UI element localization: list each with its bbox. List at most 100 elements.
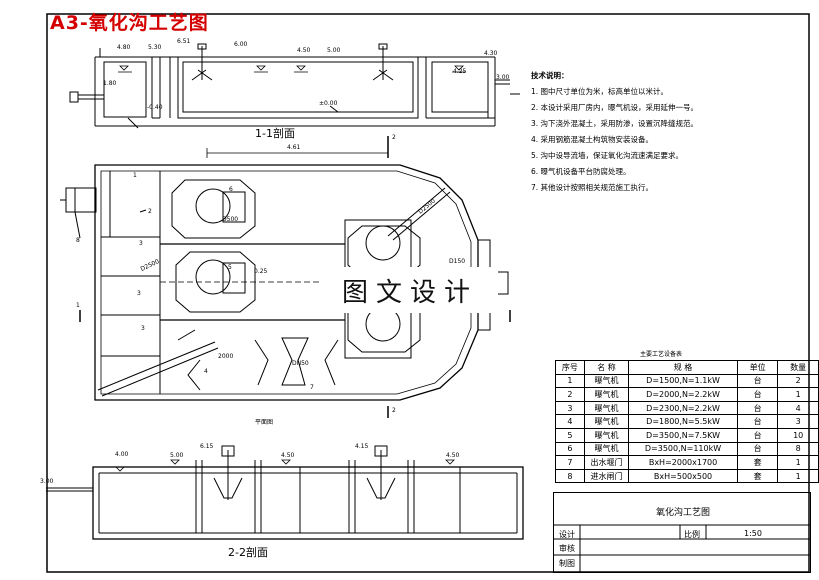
elev-label: 4.15 bbox=[355, 443, 369, 450]
sheet-border bbox=[46, 13, 810, 573]
drawing-title: A3-氧化沟工艺图 bbox=[50, 12, 209, 34]
table-cell: 曝气机 bbox=[583, 414, 630, 429]
item-marker: 5 bbox=[228, 264, 232, 271]
plan-view-label: 平面图 bbox=[255, 419, 274, 426]
table-cell: 2 bbox=[777, 373, 819, 389]
item-marker: 7 bbox=[310, 384, 314, 391]
table-cell: 10 bbox=[777, 427, 819, 443]
table-cell: 曝气机 bbox=[583, 427, 630, 443]
note-line: 7. 其他设计按照相关规范施工执行。 bbox=[531, 183, 654, 192]
title-block-grid bbox=[554, 524, 810, 572]
table-cell: 台 bbox=[736, 400, 779, 416]
section-1-1-drawing bbox=[69, 43, 520, 129]
section-2-2-label: 2-2剖面 bbox=[228, 546, 268, 559]
elev-label: 6.51 bbox=[177, 38, 191, 45]
item-marker: 8 bbox=[76, 237, 80, 244]
elev-label: 4.50 bbox=[297, 47, 311, 54]
table-header: 单位 bbox=[736, 360, 779, 375]
table-cell: 1 bbox=[777, 387, 819, 402]
note-line: 5. 沟中设导流墙，保证氧化沟流速满足要求。 bbox=[531, 151, 684, 160]
elev-label: 3.00 bbox=[40, 478, 54, 485]
plan-dim-dn50: DN50 bbox=[292, 360, 309, 367]
table-cell: 4 bbox=[555, 414, 585, 429]
table-cell: 1 bbox=[777, 468, 819, 484]
drawing-name: 氧化沟工艺图 bbox=[656, 508, 711, 518]
elev-label: -0.40 bbox=[147, 104, 163, 111]
table-cell: 套 bbox=[736, 468, 779, 484]
elev-label: 4.80 bbox=[117, 44, 131, 51]
table-cell: 4 bbox=[777, 400, 819, 416]
table-cell: 2 bbox=[555, 387, 585, 402]
scale-value: 1:50 bbox=[744, 529, 762, 538]
elev-label: 4.50 bbox=[446, 452, 460, 459]
table-header: 序号 bbox=[555, 360, 585, 375]
table-cell: 8 bbox=[555, 468, 585, 484]
plan-dim-dia: D150 bbox=[449, 258, 466, 265]
elev-label: 4.30 bbox=[484, 50, 498, 57]
table-cell: 台 bbox=[736, 427, 779, 443]
table-cell: D=3500,N=7.5KW bbox=[628, 427, 738, 443]
table-cell: 台 bbox=[736, 441, 779, 457]
elev-label: 1.80 bbox=[103, 80, 117, 87]
table-cell: 进水闸门 bbox=[583, 468, 630, 484]
item-marker: 2 bbox=[148, 208, 152, 215]
plan-dim-2000: 2000 bbox=[218, 353, 234, 360]
item-marker: 1 bbox=[133, 172, 137, 179]
elev-label: 4.25 bbox=[453, 68, 467, 75]
table-cell: 台 bbox=[736, 414, 779, 429]
table-cell: 3 bbox=[777, 414, 819, 429]
cut-marker: 2 bbox=[392, 134, 396, 141]
equipment-table-title: 主要工艺设备表 bbox=[640, 351, 683, 358]
table-header: 数量 bbox=[777, 360, 819, 375]
table-cell: 台 bbox=[736, 387, 779, 402]
elev-label: 5.00 bbox=[327, 47, 341, 54]
note-line: 6. 曝气机设备平台防腐处理。 bbox=[531, 167, 631, 176]
table-cell: 5 bbox=[555, 427, 585, 443]
cut-marker: 1 bbox=[76, 302, 80, 309]
table-cell: 曝气机 bbox=[583, 373, 630, 389]
section-1-1-label: 1-1剖面 bbox=[255, 127, 295, 140]
note-line: 3. 沟下浇外混凝土，采用防渗，设置沉降缝规范。 bbox=[531, 119, 699, 128]
table-cell: 曝气机 bbox=[583, 400, 630, 416]
item-marker: 3 bbox=[141, 325, 145, 332]
table-cell: D=1800,N=5.5kW bbox=[628, 414, 738, 429]
notes-heading: 技术说明： bbox=[531, 71, 569, 80]
plan-dim-dia: D500 bbox=[222, 216, 239, 223]
table-cell: 7 bbox=[555, 455, 585, 470]
table-cell: 出水堰门 bbox=[583, 455, 630, 470]
table-cell: D=1500,N=1.1kW bbox=[628, 373, 738, 389]
item-marker: 6 bbox=[229, 186, 233, 193]
elev-label: ±0.00 bbox=[319, 100, 338, 107]
table-cell: D=2300,N=2.2kW bbox=[628, 400, 738, 416]
item-marker: 3 bbox=[137, 290, 141, 297]
title-block: 氧化沟工艺图 设计 审核 制图 比例 1:50 bbox=[553, 492, 811, 573]
table-cell: D=2000,N=2.2kW bbox=[628, 387, 738, 402]
elev-label: 6.15 bbox=[200, 443, 214, 450]
item-marker: 3 bbox=[139, 240, 143, 247]
table-cell: 台 bbox=[736, 373, 779, 389]
cut-marker: 2 bbox=[392, 407, 396, 414]
table-cell: BxH=2000x1700 bbox=[628, 455, 738, 470]
section-2-2-drawing bbox=[46, 445, 524, 540]
table-cell: 1 bbox=[777, 455, 819, 470]
elev-label: 4.50 bbox=[281, 452, 295, 459]
table-cell: 1 bbox=[555, 373, 585, 389]
table-cell: 6 bbox=[555, 441, 585, 457]
draw-label: 制图 bbox=[559, 559, 575, 568]
elev-label: 4.00 bbox=[115, 451, 129, 458]
watermark: 图文设计 bbox=[322, 267, 498, 313]
table-cell: 曝气机 bbox=[583, 387, 630, 402]
table-header-row: 序号 名 称 规 格 单位 数量 bbox=[555, 360, 819, 375]
table-cell: BxH=500x500 bbox=[628, 468, 738, 484]
elev-label: 6.00 bbox=[234, 41, 248, 48]
note-line: 2. 本设计采用厂房内，曝气机设，采用延伸一号。 bbox=[531, 103, 699, 112]
